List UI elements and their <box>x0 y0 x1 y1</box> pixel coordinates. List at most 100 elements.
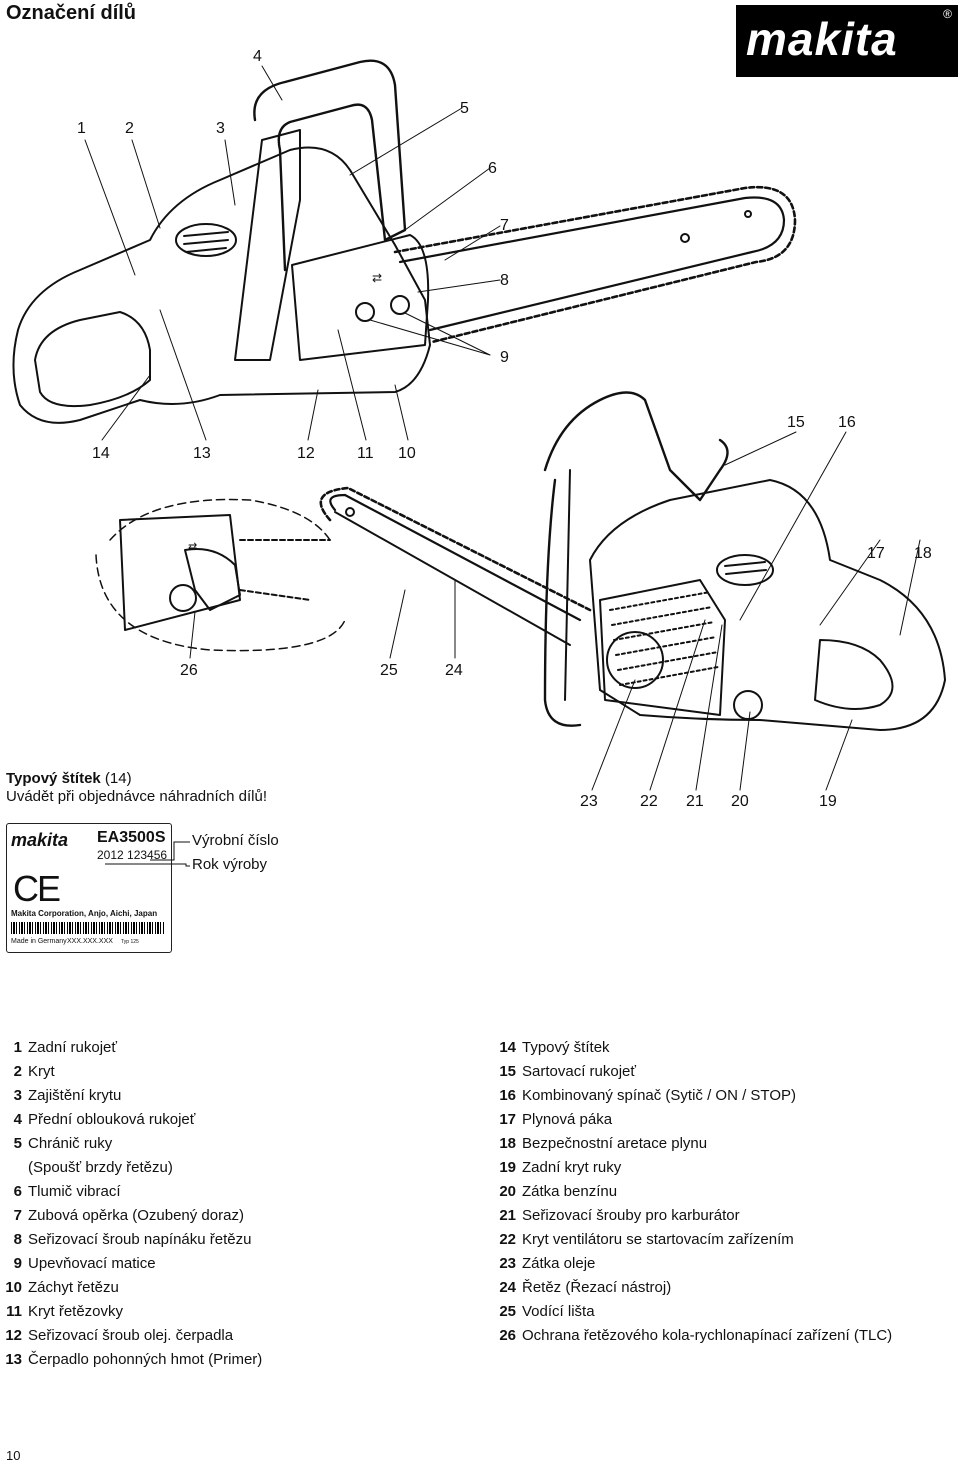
part-number: 23 <box>499 1255 516 1272</box>
type-plate: makita EA3500S 2012 123456 CE Makita Cor… <box>6 823 172 953</box>
part-number: 6 <box>13 1183 22 1200</box>
callout-12: 12 <box>297 445 315 462</box>
part-number: 11 <box>6 1303 22 1320</box>
callout-17: 17 <box>867 545 885 562</box>
part-number: 1 <box>13 1039 22 1056</box>
part-item: 18 Bezpečnostní aretace plynu <box>494 1132 892 1156</box>
part-label: Kryt ventilátoru se startovacím zařízení… <box>522 1231 794 1248</box>
ce-mark: CE <box>13 868 61 909</box>
svg-text:⇄: ⇄ <box>372 271 382 285</box>
callout-11: 11 <box>357 445 374 462</box>
part-number: 18 <box>499 1135 516 1152</box>
part-item: 6 Tlumič vibrací <box>0 1180 262 1204</box>
callout-22: 22 <box>640 793 658 810</box>
callout-21: 21 <box>686 793 704 810</box>
callout-14: 14 <box>92 445 110 462</box>
callout-16: 16 <box>838 414 856 431</box>
callout-8: 8 <box>500 272 509 289</box>
logo-wordmark: makita <box>746 13 898 65</box>
tlc-detail-inset: ⇄ <box>95 498 346 652</box>
part-number: 19 <box>499 1159 516 1176</box>
part-number: 26 <box>499 1327 516 1344</box>
part-item: 19 Zadní kryt ruky <box>494 1156 892 1180</box>
top-chainsaw-drawing: ⇄ <box>12 59 797 424</box>
part-label: Kryt řetězovky <box>28 1303 124 1320</box>
part-number: 22 <box>499 1231 516 1248</box>
callout-13: 13 <box>193 445 211 462</box>
part-label: Čerpadlo pohonných hmot (Primer) <box>28 1351 263 1368</box>
part-number: 2 <box>13 1063 22 1080</box>
part-label: Zadní kryt ruky <box>522 1159 622 1176</box>
part-number: 20 <box>499 1183 516 1200</box>
part-number: 12 <box>5 1327 22 1344</box>
part-label: Upevňovací matice <box>28 1255 156 1272</box>
part-label: Zadní rukojeť <box>28 1039 118 1056</box>
callout-2: 2 <box>125 120 134 137</box>
label-serial-number: Výrobní číslo <box>192 832 279 849</box>
page-title: Označení dílů <box>6 2 137 24</box>
part-label: Bezpečnostní aretace plynu <box>522 1135 708 1152</box>
part-label: Kryt <box>28 1063 55 1080</box>
callout-9: 9 <box>500 349 509 366</box>
part-number: 25 <box>499 1303 516 1320</box>
part-number: 21 <box>499 1207 516 1224</box>
part-label: Typový štítek <box>522 1039 610 1056</box>
part-item: 11 Kryt řetězovky <box>0 1300 262 1324</box>
callout-3: 3 <box>216 120 225 137</box>
barcode <box>11 922 165 934</box>
part-number: 9 <box>13 1255 22 1272</box>
registered-mark: ® <box>943 7 952 21</box>
part-label: Kombinovaný spínač (Sytič / ON / STOP) <box>522 1087 796 1104</box>
plate-model: EA3500S <box>97 829 166 846</box>
callout-26: 26 <box>180 662 198 679</box>
part-item: 22 Kryt ventilátoru se startovacím zaříze… <box>494 1228 892 1252</box>
callout-5: 5 <box>460 100 469 117</box>
callout-23: 23 <box>580 793 598 810</box>
callout-25: 25 <box>380 662 398 679</box>
part-number: 16 <box>499 1087 516 1104</box>
typeplate-heading-ref: (14) <box>100 770 132 787</box>
part-number: 3 <box>13 1087 22 1104</box>
plate-serial: 2012 123456 <box>97 848 168 862</box>
plate-code: XXX.XXX.XXX <box>67 938 113 945</box>
part-label: Seřizovací šrouby pro karburátor <box>522 1207 740 1224</box>
callout-15: 15 <box>787 414 805 431</box>
part-label: Řetěz (Řezací nástroj) <box>522 1279 672 1296</box>
leader-lines <box>84 65 921 791</box>
part-number: 24 <box>499 1279 516 1296</box>
plate-logo: makita <box>11 830 69 850</box>
typeplate-heading: Typový štítek <box>6 770 101 787</box>
callout-1: 1 <box>77 120 86 137</box>
callout-24: 24 <box>445 662 463 679</box>
label-production-year: Rok výroby <box>192 856 268 873</box>
bottom-chainsaw-drawing <box>319 391 946 731</box>
part-label: Seřizovací šroub olej. čerpadla <box>28 1327 234 1344</box>
part-item: 23 Zátka oleje <box>494 1252 892 1276</box>
part-label: Zátka oleje <box>522 1255 596 1272</box>
part-label: Plynová páka <box>522 1111 613 1128</box>
part-label: Chránič ruky <box>28 1135 113 1152</box>
part-item: 2 Kryt <box>0 1060 262 1084</box>
part-label: Vodící lišta <box>522 1303 595 1320</box>
callout-20: 20 <box>731 793 749 810</box>
callout-19: 19 <box>819 793 837 810</box>
part-label: Zubová opěrka (Ozubený doraz) <box>28 1207 244 1224</box>
part-item: 12 Seřizovací šroub olej. čerpadla <box>0 1324 262 1348</box>
part-item: 9 Upevňovací matice <box>0 1252 262 1276</box>
part-number: 8 <box>13 1231 22 1248</box>
part-item: 16 Kombinovaný spínač (Sytič / ON / STOP) <box>494 1084 892 1108</box>
part-label: Tlumič vibrací <box>28 1183 121 1200</box>
part-label: Záchyt řetězu <box>28 1279 119 1296</box>
part-number: 15 <box>499 1063 516 1080</box>
svg-text:⇄: ⇄ <box>188 541 197 553</box>
